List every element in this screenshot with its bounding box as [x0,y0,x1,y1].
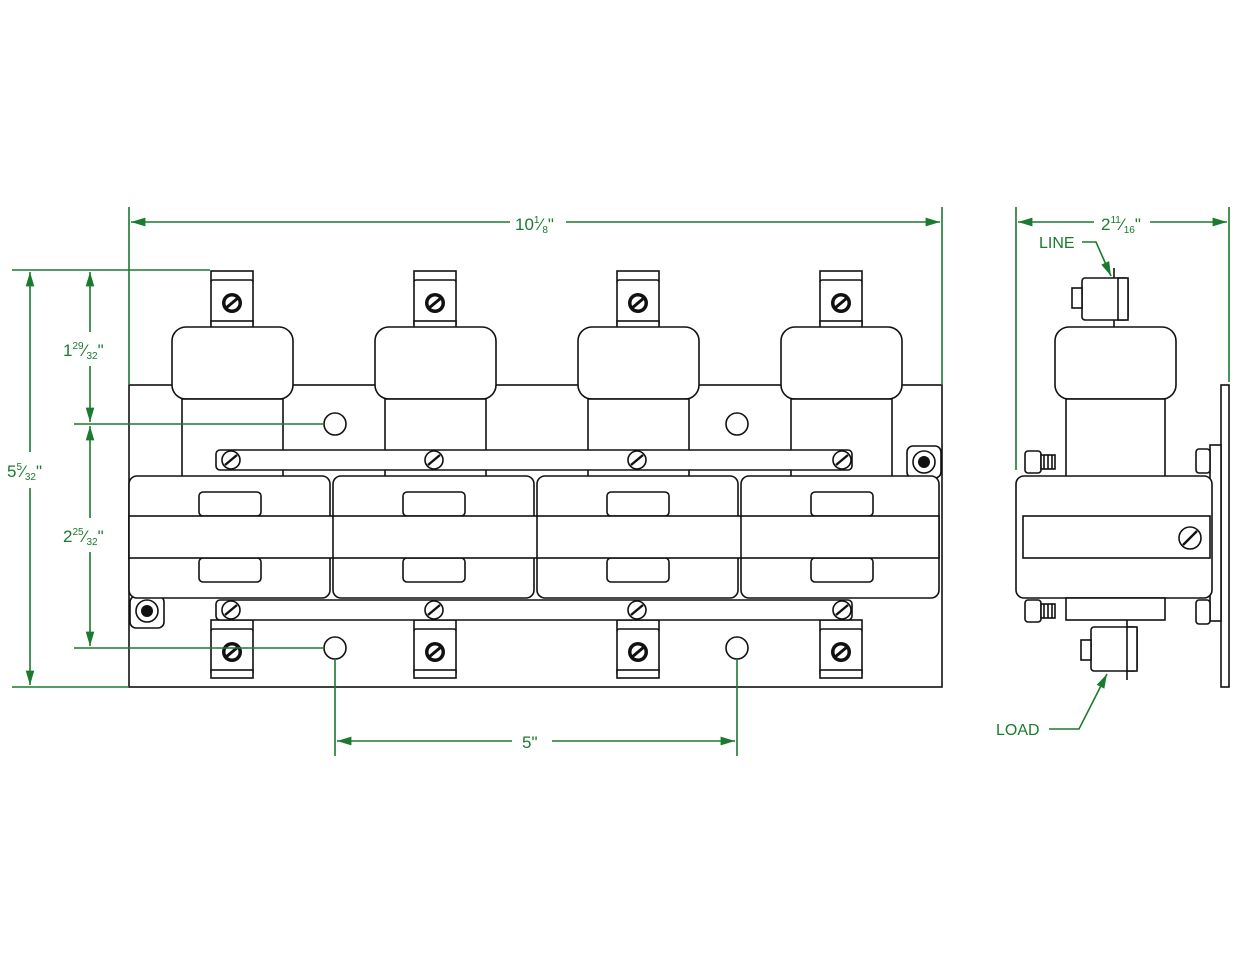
svg-text:225⁄32": 225⁄32" [63,527,104,548]
line-terminal [1071,268,1129,328]
hole-vertical-unit: " [98,527,104,546]
dimension-hole-horizontal: 5" [334,659,738,756]
side-screw [1178,526,1202,550]
height-unit: " [36,462,42,481]
mounting-hole-bottom-left [323,636,347,660]
top-to-hole-whole: 1 [63,341,72,360]
width-num: 1 [534,215,540,226]
dimension-top-to-hole: 129⁄32" [63,272,324,425]
dimension-hole-vertical: 225⁄32" [63,426,324,649]
top-to-hole-den: 32 [86,351,98,362]
contact-blocks [128,475,940,599]
mounting-hole-top-right [725,412,749,436]
dimension-height: 55⁄32" [7,269,210,688]
side-mounting-plate [1220,384,1230,688]
side-stud-top [1024,450,1056,474]
load-label: LOAD [996,722,1040,739]
hole-vertical-num: 25 [72,527,84,538]
side-stud-bottom [1024,599,1056,623]
top-to-hole-num: 29 [72,341,84,352]
side-cap [1054,326,1177,400]
hole-vertical-den: 32 [86,537,98,548]
hole-horizontal-label: 5" [522,733,538,752]
corner-stud-right [906,445,942,479]
width-den: 8 [542,225,548,236]
mounting-hole-bottom-right [725,636,749,660]
svg-text:101⁄8": 101⁄8" [515,215,554,236]
dimension-depth: 211⁄16" [1015,207,1230,470]
front-view [128,269,943,688]
width-whole: 10 [515,215,534,234]
depth-unit: " [1135,215,1141,234]
height-num: 5 [16,462,22,473]
load-terminal [1080,620,1138,680]
top-to-hole-unit: " [98,341,104,360]
depth-num: 11 [1110,215,1121,226]
mounting-hole-top-left [323,412,347,436]
svg-text:211⁄16": 211⁄16" [1101,215,1141,236]
load-callout: LOAD [996,673,1108,739]
corner-stud-left [129,595,165,629]
upper-bar [215,449,853,471]
width-unit: " [548,215,554,234]
hole-vertical-whole: 2 [63,527,72,546]
svg-text:55⁄32": 55⁄32" [7,462,42,483]
lower-bar [215,599,853,621]
side-plate-stud-top [1195,448,1211,474]
depth-whole: 2 [1101,215,1110,234]
line-label: LINE [1039,235,1075,252]
svg-text:129⁄32": 129⁄32" [63,341,104,362]
dimension-width: 101⁄8" [128,207,943,385]
height-whole: 5 [7,462,16,481]
depth-den: 16 [1124,225,1136,236]
side-plate-stud-bottom [1195,599,1211,625]
height-den: 32 [25,472,37,483]
line-callout: LINE [1039,235,1112,277]
side-view [1015,268,1230,688]
